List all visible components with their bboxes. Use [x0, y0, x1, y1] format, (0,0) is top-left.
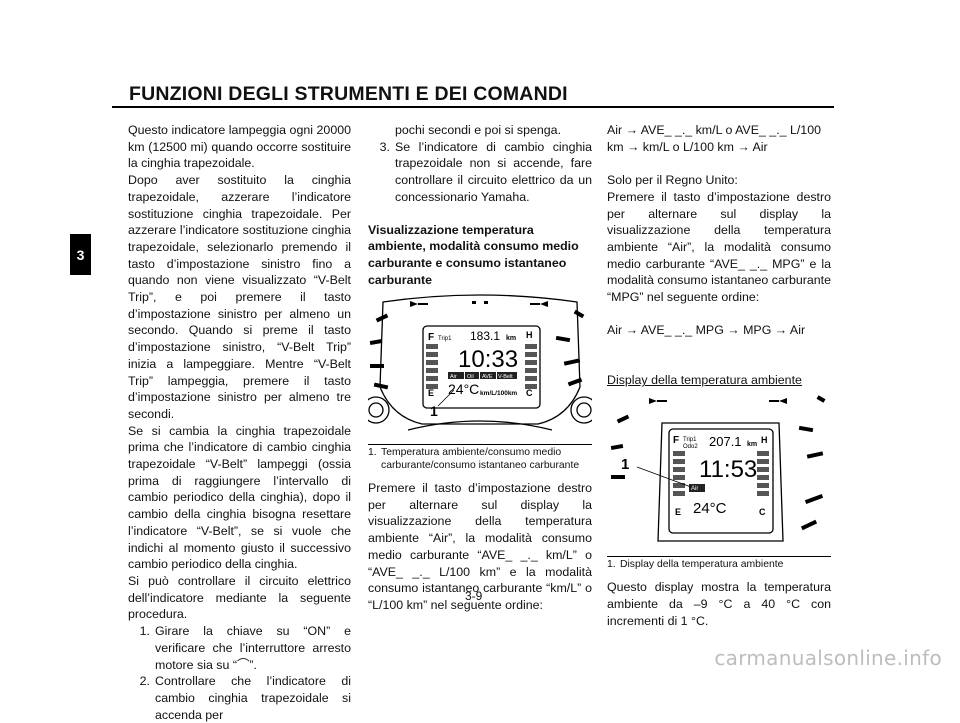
odo-label: Odo2 — [683, 444, 698, 450]
left-column: Questo indicatore lampeggia ogni 20000 k… — [128, 122, 351, 723]
procedure-step: 3. Se l’indicatore di cambio cinghia tra… — [368, 139, 592, 206]
paragraph: Questo indicatore lampeggia ogni 20000 k… — [128, 123, 351, 171]
paragraph: Se si cambia la cinghia trapezoidale pri… — [128, 423, 351, 572]
clock-display: 10:33 — [458, 346, 518, 373]
step-number: 2. — [139, 674, 150, 689]
meter-illustration: F Trip1 Odo2 207.1 km H 11:53 Air E 24°C… — [610, 395, 826, 542]
fuel-empty-mark: E — [675, 507, 681, 517]
fuel-consumption-unit: km/L/100km — [480, 390, 517, 397]
fuel-full-mark: F — [428, 332, 434, 343]
section-heading: Display della temperatura ambiente — [607, 373, 802, 388]
step-continuation: pochi secondi e poi si spenga. — [395, 123, 562, 137]
watermark: carmanualsonline.info — [714, 646, 942, 670]
odometer-unit: km — [747, 441, 757, 448]
fuel-empty-mark: E — [428, 388, 434, 398]
fuel-full-mark: F — [673, 435, 679, 446]
temp-cold-mark: C — [759, 507, 766, 517]
odometer-unit: km — [506, 335, 516, 342]
mode-label-vbelt: V-Belt — [498, 374, 513, 380]
temp-cold-mark: C — [526, 388, 533, 398]
paragraph: Premere il tasto d’impostazione destro p… — [607, 189, 831, 305]
step-number: 1. — [139, 624, 150, 639]
trip-label: Trip1 — [438, 336, 452, 342]
region-label: Solo per il Regno Unito: — [607, 173, 738, 188]
mode-label-oil: Oil — [467, 374, 474, 380]
mode-label-row: Air Oil AVE V-Belt — [448, 372, 517, 380]
caption-number: 1. — [368, 447, 377, 459]
caption-number: 1. — [607, 558, 616, 570]
section-heading: Visualizzazione temperatura ambiente, mo… — [368, 222, 579, 287]
odometer-value: 183.1 — [470, 329, 500, 343]
paragraph: Premere il tasto d’impostazione destro p… — [368, 481, 592, 612]
trip-label: Trip1 — [683, 437, 697, 443]
mode-label-air: Air — [450, 374, 457, 380]
mode-label-ave: AVE — [482, 374, 493, 380]
right-column: Air → AVE_ _._ km/L o AVE_ _._ L/100 km … — [607, 122, 831, 630]
sequence-text: Air → AVE_ _._ km/L o AVE_ _._ L/100 km … — [607, 123, 821, 154]
paragraph: Questo display mostra la temperatura amb… — [607, 580, 831, 628]
dashboard-figure-1: F Trip1 183.1 km H 10:33 Air Oil AVE V-B… — [362, 292, 598, 472]
middle-column: pochi secondi e poi si spenga. 3. Se l’i… — [362, 122, 598, 614]
step-text: Se l’indicatore di cambio cinghia trapez… — [395, 139, 592, 204]
caption-text: Temperatura ambiente/consumo medio carbu… — [381, 447, 580, 471]
dashboard-figure-2: F Trip1 Odo2 207.1 km H 11:53 Air E 24°C… — [607, 393, 831, 571]
meter-illustration: F Trip1 183.1 km H 10:33 Air Oil AVE V-B… — [362, 294, 598, 431]
step-text: Girare la chiave su “ON” e verificare ch… — [155, 624, 351, 672]
step-text: Controllare che l’indicatore di cambio c… — [155, 674, 351, 722]
temp-hot-mark: H — [526, 330, 533, 340]
callout-number: 1 — [430, 403, 438, 419]
ambient-temperature-value: 24°C — [448, 381, 479, 397]
sequence-text: Air → AVE_ _._ MPG → MPG → Air — [607, 323, 806, 338]
figure-caption: 1. Display della temperatura ambiente — [607, 559, 831, 572]
procedure-step: 1. Girare la chiave su “ON” e verificare… — [128, 623, 351, 673]
page-title: FUNZIONI DEGLI STRUMENTI E DEI COMANDI — [129, 83, 568, 105]
ambient-temperature-value: 24°C — [693, 500, 727, 517]
procedure-step: 2. Controllare che l’indicatore di cambi… — [128, 673, 351, 723]
chapter-tab: 3 — [70, 234, 91, 275]
mode-label-air: Air — [691, 486, 698, 492]
caption-rule — [368, 444, 592, 446]
title-rule — [112, 106, 834, 108]
paragraph: Si può controllare il circuito elettrico… — [128, 573, 351, 622]
caption-rule — [607, 555, 831, 557]
paragraph: Dopo aver sostituito la cinghia trapezoi… — [128, 173, 351, 421]
step-number: 3. — [379, 139, 390, 154]
clock-display: 11:53 — [699, 456, 757, 483]
callout-number: 1 — [621, 456, 629, 473]
temp-hot-mark: H — [761, 435, 768, 445]
figure-caption: 1. Temperatura ambiente/consumo medio ca… — [368, 447, 592, 472]
odometer-value: 207.1 — [709, 434, 742, 449]
caption-text: Display della temperatura ambiente — [620, 558, 784, 570]
page-number: 3-9 — [465, 589, 483, 603]
